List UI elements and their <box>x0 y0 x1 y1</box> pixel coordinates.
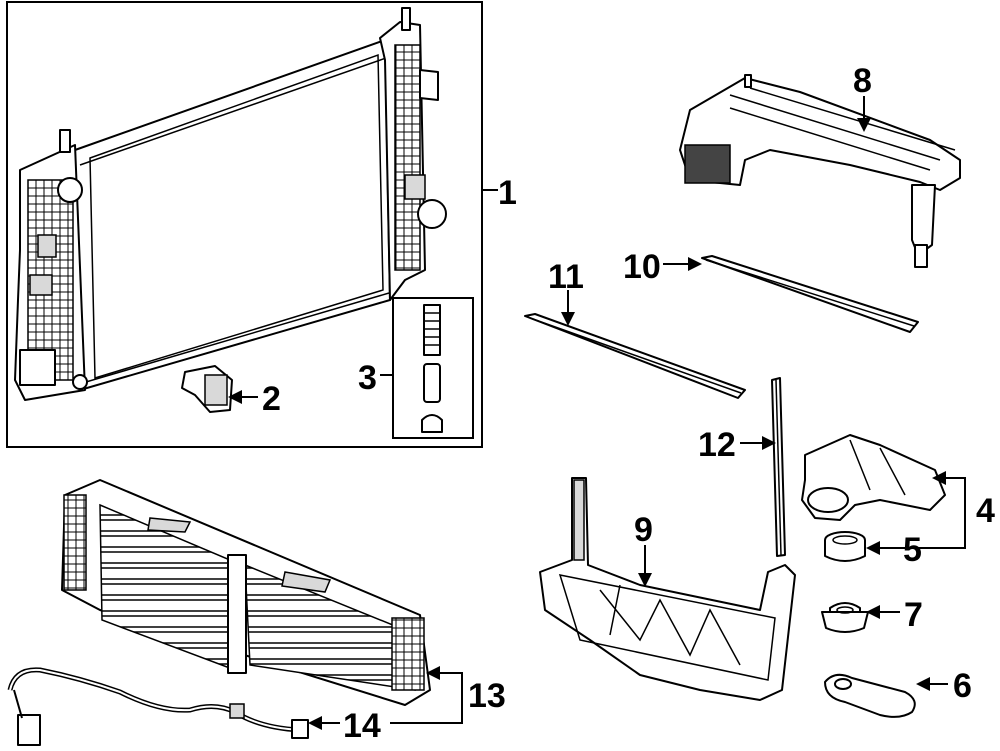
part-7-bushing <box>821 602 869 633</box>
arrow-4 <box>932 471 946 485</box>
leader-4-bracket <box>880 477 966 549</box>
arrow-13 <box>426 666 440 680</box>
callout-13: 13 <box>468 677 506 715</box>
callout-14: 14 <box>343 707 381 745</box>
part-2-shape <box>181 365 233 413</box>
part-9-shape <box>539 477 796 701</box>
part-3-sleeve <box>423 363 441 403</box>
callout-9: 9 <box>634 511 653 549</box>
callout-12: 12 <box>698 426 736 464</box>
arrow-12 <box>762 436 776 450</box>
arrow-6 <box>916 677 930 691</box>
part-11-strip <box>524 313 746 399</box>
callout-1: 1 <box>498 174 517 212</box>
leader-lines <box>228 96 966 730</box>
radiator-part <box>14 7 447 401</box>
arrow-14 <box>308 716 322 730</box>
part-8-shape <box>679 74 961 268</box>
arrow-7 <box>866 605 880 619</box>
callout-8: 8 <box>853 62 872 100</box>
part-3-spring <box>423 304 441 356</box>
callout-5: 5 <box>903 531 922 569</box>
part-13-shutter <box>61 479 431 706</box>
leader-13-bracket <box>390 672 463 724</box>
callout-7: 7 <box>904 596 923 634</box>
callout-3: 3 <box>358 359 377 397</box>
part-12-strip <box>771 377 786 557</box>
part-6-bracket <box>824 673 916 718</box>
part-14-harness <box>7 667 309 746</box>
callout-labels: 1 2 3 4 5 6 7 8 9 10 11 12 13 14 <box>262 62 995 745</box>
arrow-9 <box>638 573 652 587</box>
arrow-8 <box>857 118 871 132</box>
callout-10: 10 <box>623 248 661 286</box>
part-5-grommet <box>824 531 866 562</box>
part-4-shape <box>801 434 946 521</box>
callout-6: 6 <box>953 667 972 705</box>
callout-4: 4 <box>976 492 995 530</box>
part-3-box <box>392 297 474 439</box>
callout-2: 2 <box>262 380 281 418</box>
arrow-10 <box>688 257 702 271</box>
arrow-2 <box>228 390 242 404</box>
part-10-strip <box>701 255 919 333</box>
part-3-cap <box>421 414 443 433</box>
arrow-5 <box>866 541 880 555</box>
arrow-11 <box>561 312 575 326</box>
callout-11: 11 <box>548 258 584 296</box>
radiator-group-box <box>6 1 483 448</box>
